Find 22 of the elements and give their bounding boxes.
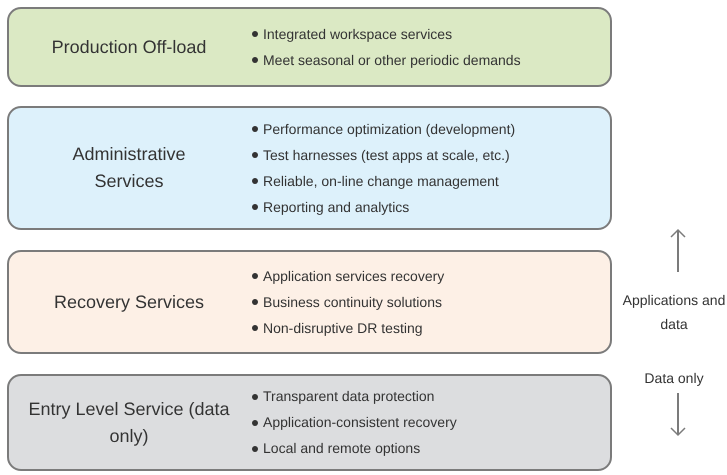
bullet-item: Reliable, on-line change management <box>263 172 499 191</box>
bullet-item: Non-disruptive DR testing <box>263 318 423 338</box>
tier-heading: Administrative Services <box>71 143 187 193</box>
service-tier-band <box>7 250 612 354</box>
bullet-item: Application services recovery <box>263 266 444 286</box>
tier-heading: Production Off-load <box>50 36 208 58</box>
bullet-item: Local and remote options <box>263 439 420 458</box>
bullet-item: Reporting and analytics <box>263 198 410 217</box>
service-tier-band <box>7 7 612 87</box>
bullet-item: Integrated workspace services <box>263 24 452 44</box>
bullet-item: Meet seasonal or other periodic demands <box>263 50 521 70</box>
tier-heading: Recovery Services <box>52 290 206 314</box>
direction-label: Data only <box>643 369 705 388</box>
tier-heading: Entry Level Service (data only) <box>27 398 231 448</box>
bullet-item: Application-consistent recovery <box>263 413 457 432</box>
bullet-item: Test harnesses (test apps at scale, etc.) <box>263 146 510 165</box>
bullet-item: Transparent data protection <box>263 387 434 406</box>
bullet-item: Business continuity solutions <box>263 292 442 312</box>
direction-label: Applications and data <box>622 291 726 334</box>
service-tier-band <box>7 106 612 230</box>
service-tier-band <box>7 374 612 471</box>
bullet-item: Performance optimization (development) <box>263 120 516 139</box>
